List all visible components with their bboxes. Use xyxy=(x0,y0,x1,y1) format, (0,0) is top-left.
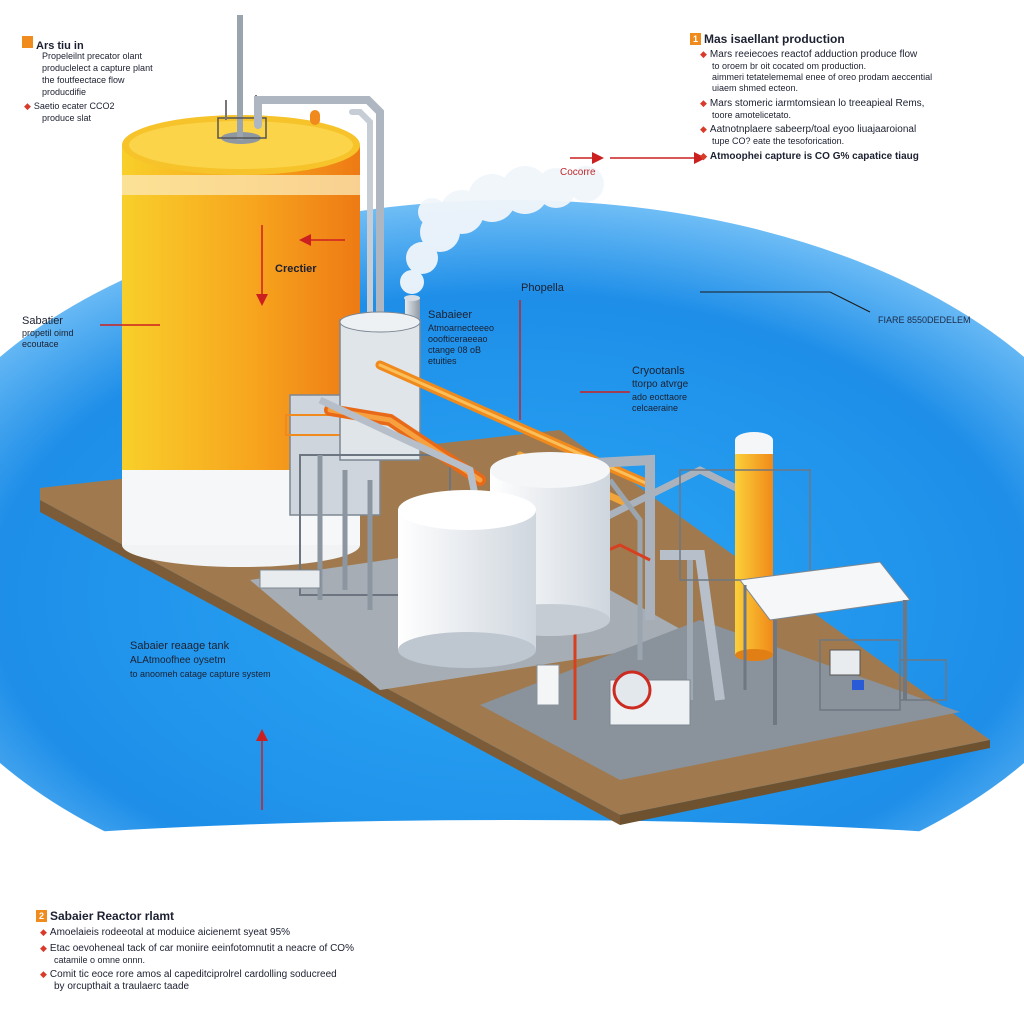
bottom-b3-l1: ◆Comit tic eoce rore amos al capeditcipr… xyxy=(40,969,337,980)
steam-plume xyxy=(400,166,604,294)
top-left-line-4: producdifie xyxy=(42,87,87,97)
step-number-badge: 2 xyxy=(36,910,47,922)
bullet-icon: ◆ xyxy=(40,943,47,953)
bottom-b2-l2: catamile o omne onnn. xyxy=(54,955,146,965)
bottom-b3-l2: by orcupthait a traulaerc taade xyxy=(54,981,190,992)
bottom-b2-l1: ◆Etac oevoheneal tack of car moniire eei… xyxy=(40,943,354,954)
bullet-icon: ◆ xyxy=(700,98,707,108)
label-sabatier-left-sub1: propetil oimd xyxy=(22,328,74,338)
label-sabatier-center-sub2: ooofticeraeeao xyxy=(428,334,488,344)
label-propella: Phopella xyxy=(521,282,564,294)
label-cryotanks-sub1: ttorpo atvrge xyxy=(632,379,689,390)
small-white-cylinder xyxy=(536,664,560,706)
label-sabatier-left: Sabatier xyxy=(22,315,63,327)
label-storage-sub1: ALAtmoofhee oysetm xyxy=(130,655,226,666)
top-left-title: Ars tiu in xyxy=(22,36,84,53)
top-left-line-1: Propeleilnt precator olant xyxy=(42,51,143,61)
bullet-icon: ◆ xyxy=(40,969,47,979)
label-storage-sub2: to anoomeh catage capture system xyxy=(130,669,271,679)
top-left-legend: Ars tiu in Propeleilnt precator olant pr… xyxy=(22,36,222,128)
big-storage-tank xyxy=(122,15,360,567)
top-right-b1-l1: ◆Mars reeiecoes reactof adduction produc… xyxy=(700,49,918,60)
label-storage-tank: Sabaier reaage tank xyxy=(130,640,230,652)
orange-marker-icon xyxy=(22,36,33,48)
label-cryotanks-sub2: ado eocttaore xyxy=(632,392,688,402)
top-right-b1-l3: aimmeri tetatelememal enee of oreo proda… xyxy=(712,72,933,82)
white-tank-front xyxy=(398,490,536,668)
top-left-line-2: produclelect a capture plant xyxy=(42,63,153,73)
top-left-bullet-line-2: produce slat xyxy=(42,113,92,123)
label-cocorre: Cocorre xyxy=(560,167,596,178)
bullet-icon: ◆ xyxy=(40,927,47,937)
step-number-badge: 1 xyxy=(690,33,701,45)
label-fire: FIARE 8550DEDELEM xyxy=(878,315,971,325)
top-pipework xyxy=(254,96,384,433)
top-right-b2-l2: toore amotelicetato. xyxy=(712,110,792,120)
label-sabatier-center: Sabaieer xyxy=(428,309,473,321)
bullet-icon: ◆ xyxy=(24,101,31,111)
bottom-b1: ◆Amoelaieis rodeeotal at moduice aiciene… xyxy=(40,927,291,938)
label-sabatier-center-sub4: etuities xyxy=(428,356,457,366)
shelter xyxy=(739,561,911,725)
top-right-b2-l1: ◆Mars stomeric iarmtomsiean lo treeapiea… xyxy=(700,98,925,109)
top-right-b3-l2: tupe CO? eate the tesoforication. xyxy=(712,136,845,146)
label-cryotanks: Cryootanls xyxy=(632,365,685,377)
top-right-b1-l2: to oroem br oit cocated om production. xyxy=(712,61,867,71)
top-right-b3-l1: ◆Aatnotnplaere sabeerp/toal eyoo liuajaa… xyxy=(700,124,917,135)
label-sabatier-center-sub3: ctange 08 oB xyxy=(428,345,482,355)
label-cryotanks-sub3: celcaeraine xyxy=(632,403,679,413)
top-right-b1-l4: uiaem shmed ecteon. xyxy=(712,83,799,93)
annotation-arrows xyxy=(100,152,706,810)
label-sabatier-center-sub1: Atmoarnecteeeo xyxy=(428,323,495,333)
cryotank-tall xyxy=(735,432,773,661)
bullet-icon: ◆ xyxy=(700,151,707,161)
leader-line-fire xyxy=(700,291,871,313)
label-sabatier-left-sub2: ecoutace xyxy=(22,339,59,349)
top-left-bullet: ◆Saetio ecater CCO2 xyxy=(24,101,115,111)
label-crectier: Crectier xyxy=(275,263,317,275)
top-left-line-3: the foutfeectace flow xyxy=(42,75,125,85)
top-right-last-bullet: ◆Atmoophei capture is CO G% capatice tia… xyxy=(700,151,919,162)
bullet-icon: ◆ xyxy=(700,49,707,59)
bullet-icon: ◆ xyxy=(700,124,707,134)
